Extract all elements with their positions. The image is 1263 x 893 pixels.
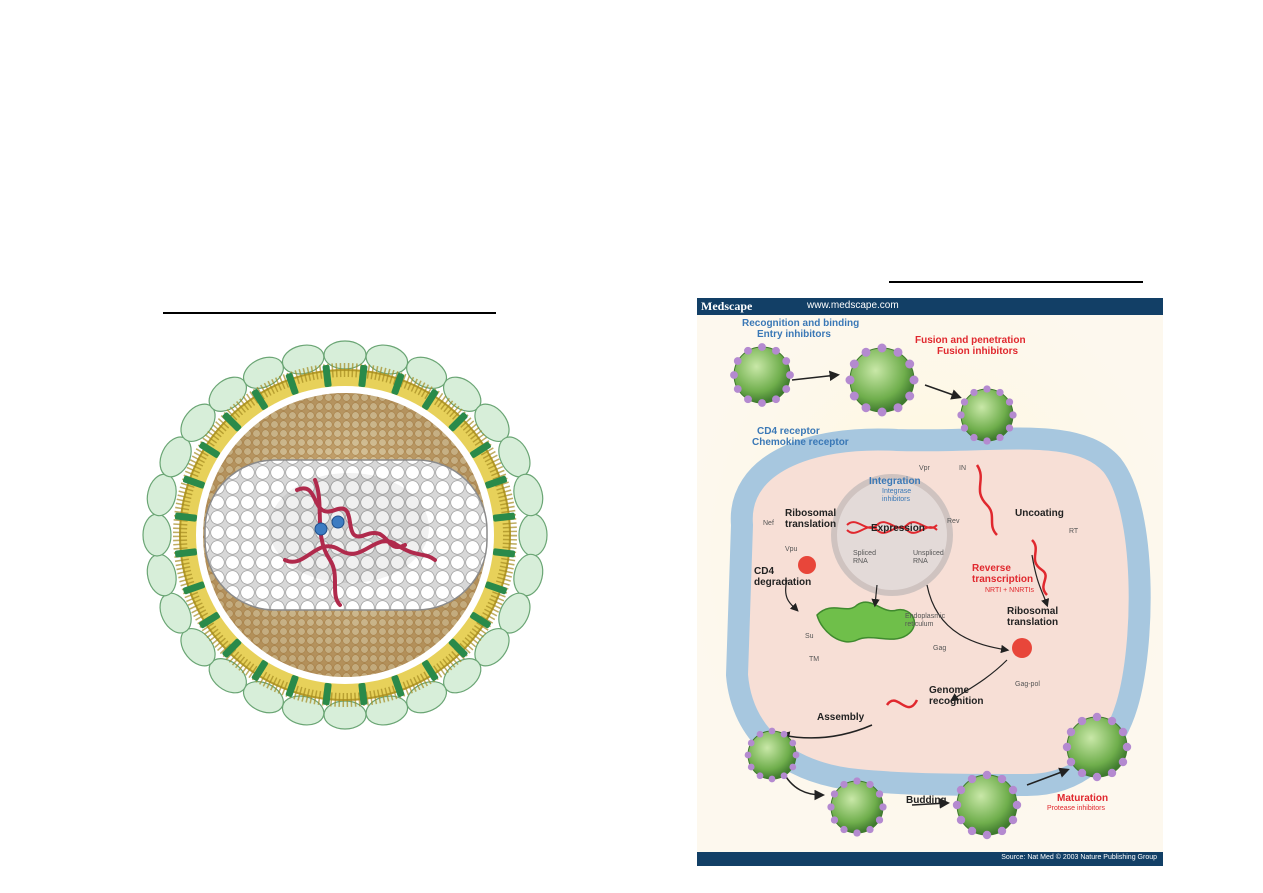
gp41-spike	[492, 548, 516, 558]
gp41-spike	[322, 682, 332, 706]
viral-rna-strand	[313, 478, 342, 607]
source-credit: Source: Nat Med © 2003 Nature Publishing…	[1001, 854, 1157, 861]
gp41-spike	[285, 372, 299, 395]
hiv-particle	[744, 727, 800, 783]
label-ribosomal-translation-1: Ribosomal translation	[785, 508, 837, 530]
medscape-footer-bar: Source: Nat Med © 2003 Nature Publishing…	[697, 852, 1163, 866]
gp41-spike	[174, 512, 198, 522]
gp41-spike	[222, 638, 242, 658]
ribosome	[798, 556, 816, 574]
label-gag-pol: Gag-pol	[1015, 681, 1040, 688]
gp41-spike	[222, 412, 242, 432]
gp41-spike	[485, 475, 508, 489]
gp41-spike	[485, 581, 508, 595]
endoplasmic-reticulum	[816, 601, 916, 643]
transmembrane-proteins	[174, 364, 516, 706]
label-endoplasmic-reticulum: Endoplasmic reticulum	[905, 613, 946, 628]
gp41-spike	[358, 364, 368, 388]
label-rt: RT	[1069, 528, 1079, 535]
label-vpu: Vpu	[785, 546, 798, 553]
gp41-spike	[470, 612, 491, 629]
label-nef: Nef	[763, 520, 774, 527]
cell-nucleus	[831, 474, 953, 596]
gp41-spike	[182, 581, 205, 595]
label-chemokine-receptor: Chemokine receptor	[752, 437, 849, 448]
medscape-url: www.medscape.com	[807, 300, 899, 311]
life-cycle-diagram	[697, 315, 1163, 852]
viral-rna-strand	[283, 539, 437, 564]
label-unspliced-rna: Unspliced RNA	[913, 550, 944, 565]
label-gag: Gag	[933, 645, 947, 652]
gp120-glycoprotein	[146, 473, 177, 517]
gp41-spike	[199, 441, 220, 458]
label-su: Su	[805, 633, 814, 640]
gp41-spike	[174, 548, 198, 558]
integrase	[331, 515, 345, 529]
gp120-glycoprotein	[146, 553, 177, 597]
gp41-spike	[422, 389, 439, 410]
gp41-spike	[322, 364, 332, 388]
label-integration: Integration	[869, 476, 921, 487]
gp41-spike	[391, 675, 405, 698]
label-in: IN	[959, 465, 966, 472]
label-assembly: Assembly	[817, 712, 865, 723]
gp120-glycoprotein	[518, 513, 548, 557]
gp41-spike	[251, 389, 268, 410]
left-title-underline	[163, 312, 496, 314]
gp41-spike	[182, 475, 205, 489]
hiv-particle	[957, 385, 1017, 445]
gp120-glycoprotein	[142, 513, 172, 557]
gp41-spike	[422, 660, 439, 681]
virus-particles	[730, 343, 1132, 840]
gp41-spike	[251, 660, 268, 681]
gp41-spike	[448, 638, 468, 658]
right-title-underline	[889, 281, 1143, 283]
label-tm: TM	[809, 656, 820, 663]
medscape-header-bar: Medscape www.medscape.com	[697, 298, 1163, 315]
capsid-core	[204, 459, 488, 611]
label-entry-inhibitors: Entry inhibitors	[757, 329, 831, 340]
gp41-spike	[391, 372, 405, 395]
label-protease-inhibitors: Protease inhibitors	[1047, 805, 1105, 812]
gp41-spike	[470, 441, 491, 458]
viral-rna-strand	[295, 486, 407, 549]
label-reverse-transcription: Reverse transcription	[972, 563, 1034, 585]
label-genome-recognition: Genome recognition	[929, 685, 984, 707]
label-budding: Budding	[906, 795, 947, 806]
medscape-logo: Medscape	[701, 299, 753, 313]
gp120-glycoprotein	[513, 473, 544, 517]
label-cd4-degradation: CD4 degradation	[754, 566, 812, 588]
gp120-glycoprotein	[513, 553, 544, 597]
label-fusion: Fusion and penetration	[915, 335, 1026, 346]
label-cd4-receptor: CD4 receptor	[757, 426, 820, 437]
label-maturation: Maturation	[1057, 793, 1109, 804]
label-ribosomal-translation-2: Ribosomal translation	[1007, 606, 1059, 628]
gp41-spike	[492, 512, 516, 522]
label-rev: Rev	[947, 518, 960, 525]
label-nrti: NRTI + NNRTIs	[985, 587, 1034, 594]
ribosome	[1012, 638, 1032, 658]
label-integrase-inhibitors: Integrase inhibitors	[882, 488, 912, 503]
gp41-spike	[358, 682, 368, 706]
gp41-spike	[448, 412, 468, 432]
gp41-spike	[199, 612, 220, 629]
hiv-particle	[730, 343, 794, 407]
label-vpr: Vpr	[919, 465, 930, 472]
reverse-transcriptase	[314, 522, 328, 536]
label-fusion-inhibitors: Fusion inhibitors	[937, 346, 1019, 357]
label-spliced-rna: Spliced RNA	[853, 550, 876, 565]
gp41-spike	[285, 675, 299, 698]
hiv-particle	[1062, 712, 1132, 782]
hiv-particle	[827, 777, 887, 837]
label-recognition: Recognition and binding	[742, 318, 860, 329]
hiv-life-cycle-figure: Medscape www.medscape.com	[697, 298, 1163, 866]
hiv-particle	[952, 770, 1022, 840]
label-expression: Expression	[871, 523, 925, 534]
label-uncoating: Uncoating	[1015, 508, 1064, 519]
hiv-virion-illustration	[142, 340, 548, 730]
hiv-particle	[845, 343, 919, 417]
